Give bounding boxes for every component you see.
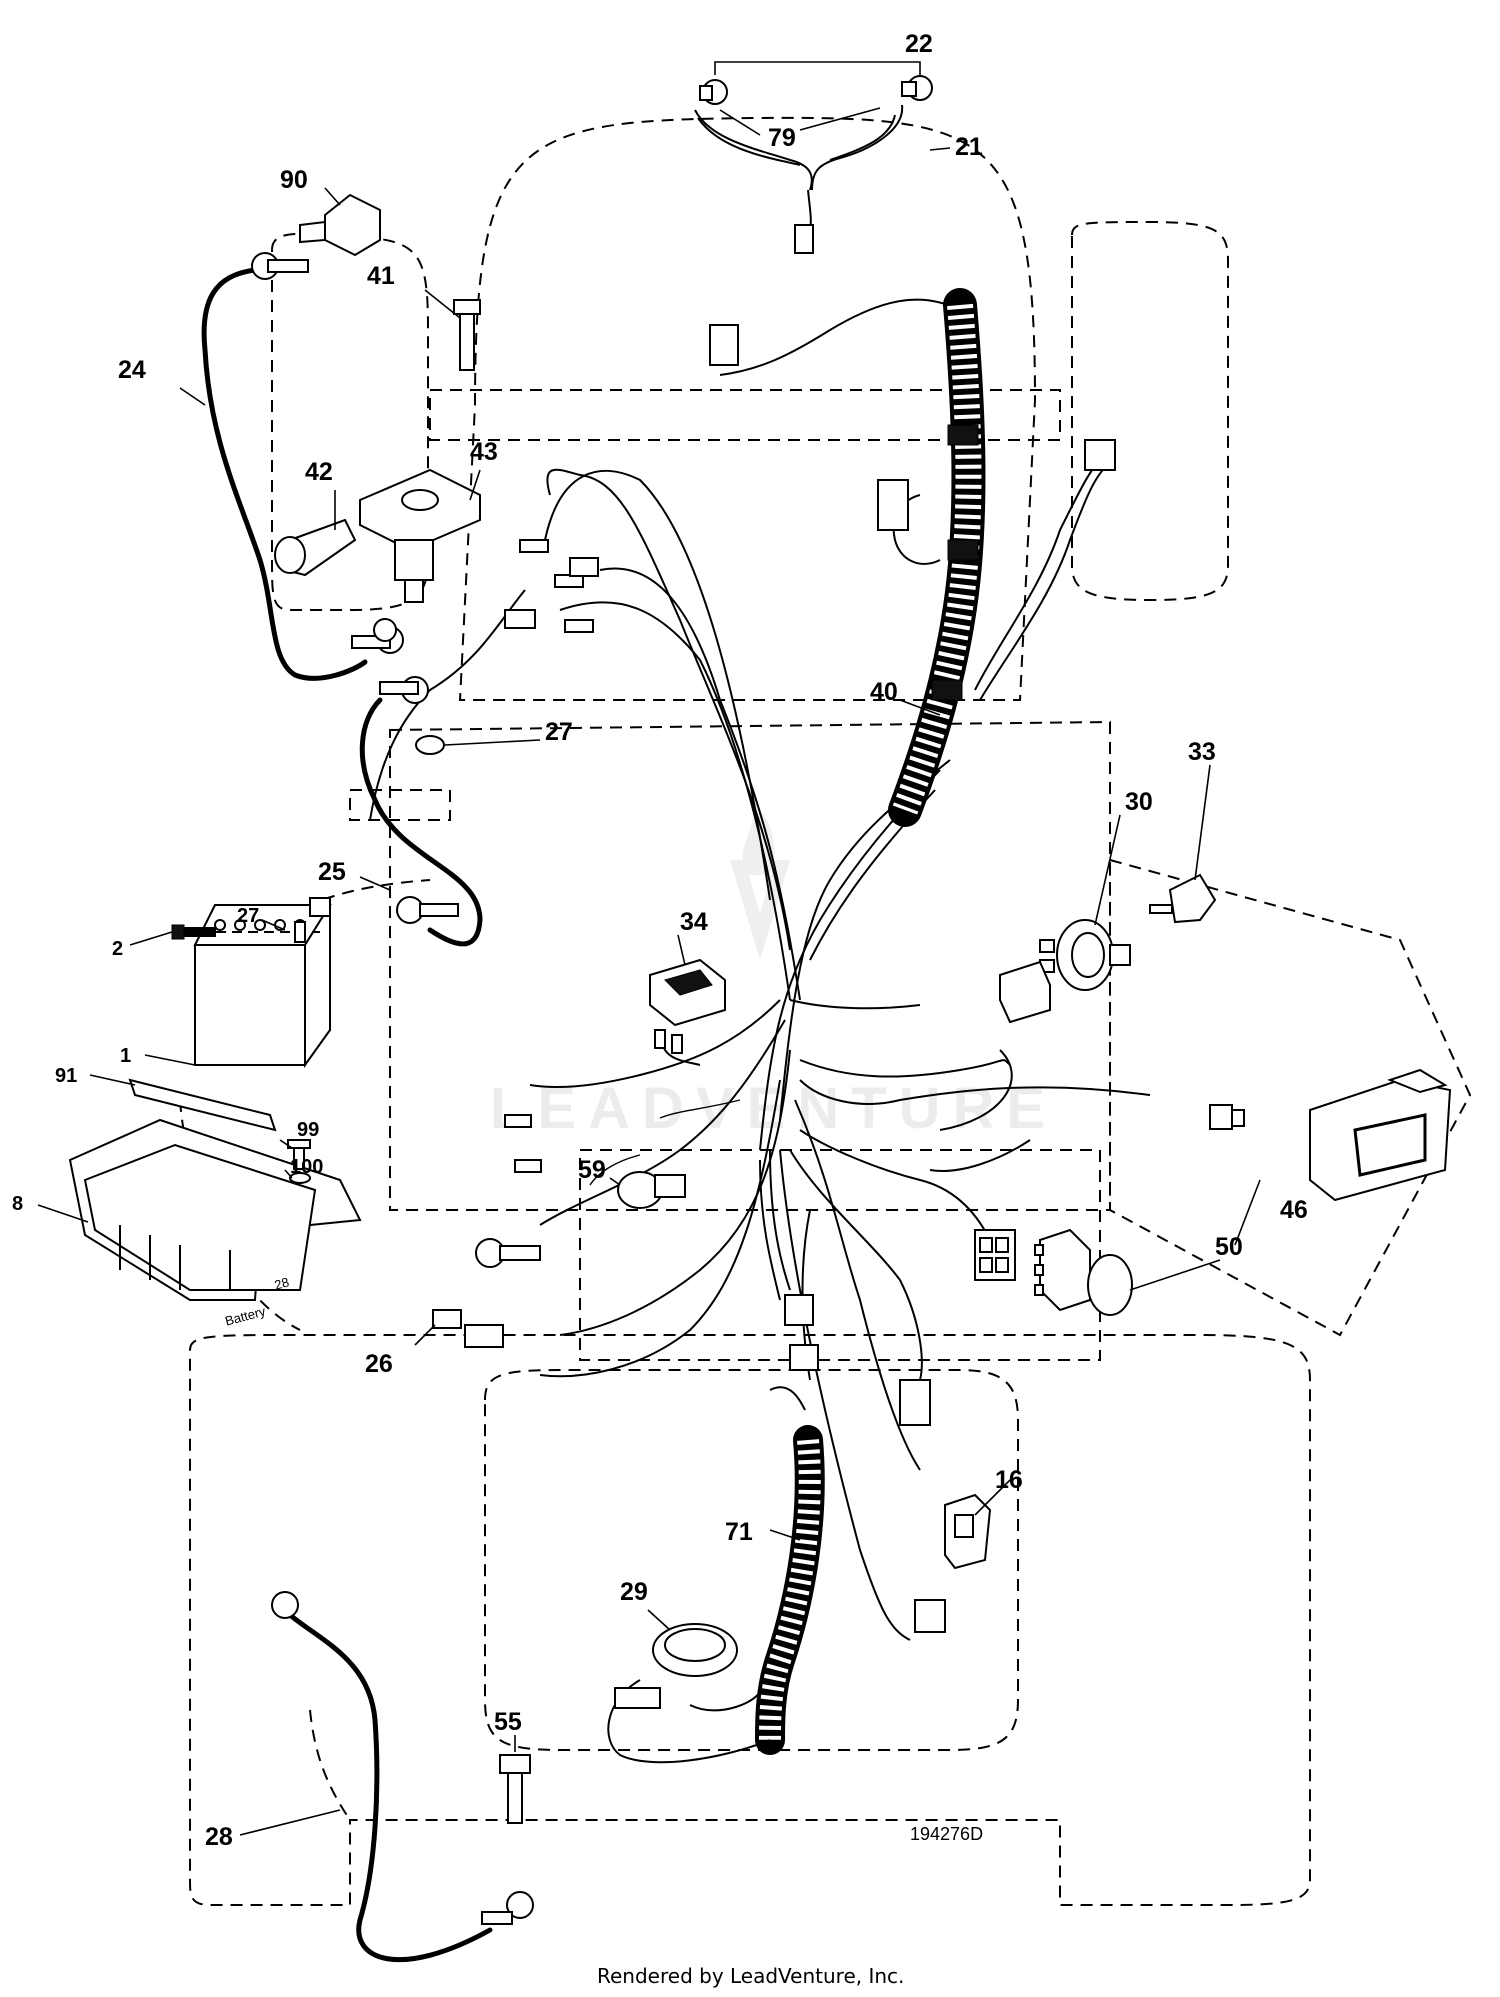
callout-28: 28 bbox=[205, 1823, 233, 1851]
headlight-harness bbox=[694, 75, 933, 254]
battery-cable-25 bbox=[359, 676, 483, 947]
convoluted-tube-71 bbox=[755, 1425, 825, 1755]
fuse-26 bbox=[432, 1309, 504, 1348]
ignition-switch-30 bbox=[1039, 919, 1131, 991]
battery-cable-24 bbox=[201, 252, 404, 681]
drawing-number: 194276D bbox=[910, 1824, 983, 1844]
dash-panel-46 bbox=[1309, 1068, 1452, 1202]
hold-down-91 bbox=[128, 1078, 277, 1132]
callout-8: 8 bbox=[12, 1193, 23, 1215]
washer-100 bbox=[289, 1172, 311, 1184]
callout-42: 42 bbox=[305, 458, 333, 486]
leader-lines bbox=[37, 61, 1261, 1836]
callout-71: 71 bbox=[725, 1518, 753, 1546]
bolt-55 bbox=[499, 1754, 531, 1824]
chassis-outline bbox=[179, 116, 1472, 1906]
headlight-bulb-left bbox=[699, 79, 728, 105]
rocker-switch-34 bbox=[649, 958, 726, 1066]
nut-27 bbox=[415, 735, 445, 755]
switch-16 bbox=[944, 1493, 992, 1570]
callout-46: 46 bbox=[1280, 1196, 1308, 1224]
callout-90: 90 bbox=[280, 166, 308, 194]
battery-label: Battery bbox=[223, 1303, 267, 1328]
indicator-light-59 bbox=[617, 1171, 686, 1209]
callout-30: 30 bbox=[1125, 788, 1153, 816]
callout-25: 25 bbox=[318, 858, 346, 886]
callout-40: 40 bbox=[870, 678, 898, 706]
callout-22: 22 bbox=[905, 30, 933, 58]
callout-24: 24 bbox=[118, 356, 146, 384]
callout-26: 26 bbox=[365, 1350, 393, 1378]
harness-wires bbox=[369, 298, 1151, 1712]
convoluted-tube-40 bbox=[888, 288, 986, 827]
connector-lower-a bbox=[899, 1379, 931, 1426]
ground-cable-28 bbox=[271, 1591, 534, 1963]
connector-box bbox=[999, 960, 1051, 1024]
bolt-41 bbox=[453, 299, 481, 371]
callout-34: 34 bbox=[680, 908, 708, 936]
footer-credit: Rendered by LeadVenture, Inc. bbox=[597, 1964, 904, 1988]
ignition-key-33 bbox=[1149, 873, 1217, 924]
terminal-cover-90 bbox=[299, 193, 381, 257]
battery-tray-8 bbox=[68, 1118, 362, 1301]
harness-connector-right bbox=[1209, 1104, 1245, 1130]
callout-29: 29 bbox=[620, 1578, 648, 1606]
bolt-2 bbox=[171, 921, 320, 943]
callout-27: 27 bbox=[545, 718, 573, 746]
headlight-connector bbox=[794, 224, 814, 254]
callouts: 22 79 21 90 41 24 42 43 40 27 33 30 25 2… bbox=[12, 30, 1308, 1851]
watermark: LEADVENTURE bbox=[490, 800, 1045, 1141]
callout-41: 41 bbox=[367, 262, 395, 290]
ring-terminal bbox=[475, 1238, 541, 1268]
boot-42 bbox=[274, 518, 357, 577]
callout-43: 43 bbox=[470, 438, 498, 466]
callout-33: 33 bbox=[1188, 738, 1216, 766]
callout-99: 99 bbox=[297, 1119, 319, 1141]
callout-50: 50 bbox=[1215, 1233, 1243, 1261]
seat-switch-29 bbox=[607, 1623, 771, 1764]
headlight-bulb-right bbox=[901, 75, 933, 101]
callout-59: 59 bbox=[578, 1156, 606, 1184]
callout-1: 1 bbox=[120, 1045, 131, 1067]
callout-79: 79 bbox=[768, 124, 796, 152]
callout-21: 21 bbox=[955, 133, 983, 161]
spade-terminals bbox=[504, 324, 1116, 1371]
battery-1 bbox=[193, 897, 332, 1069]
callout-16: 16 bbox=[995, 1466, 1023, 1494]
multi-pin-connector bbox=[974, 1229, 1016, 1281]
solenoid-43 bbox=[359, 468, 481, 642]
callout-2: 2 bbox=[112, 938, 123, 960]
pto-switch-50 bbox=[1034, 1228, 1133, 1316]
callout-100: 100 bbox=[290, 1156, 323, 1178]
callout-27-battery: 27 bbox=[237, 905, 259, 927]
connector-lower-b bbox=[914, 1599, 946, 1633]
battery-label-num: 28 bbox=[273, 1274, 291, 1292]
screw-99 bbox=[287, 1139, 311, 1170]
callout-55: 55 bbox=[494, 1708, 522, 1736]
callout-91: 91 bbox=[55, 1065, 77, 1087]
